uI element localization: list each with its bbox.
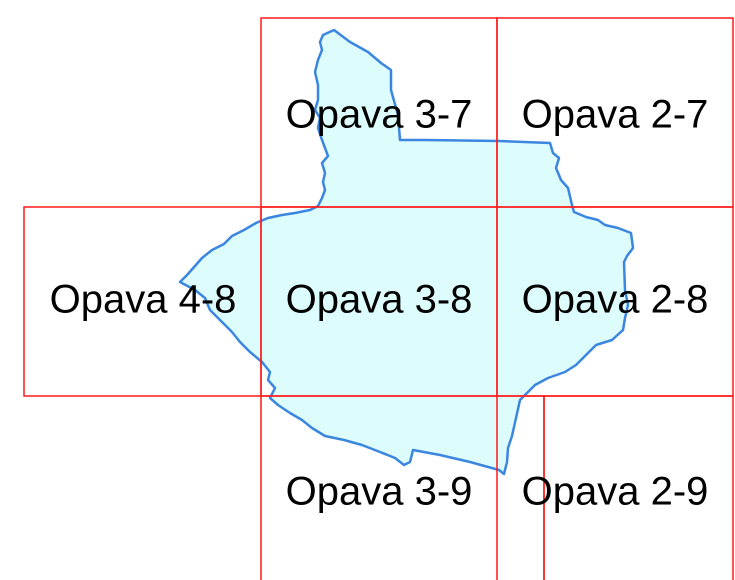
sheet-label-2-8: Opava 2-8 [522, 278, 709, 322]
sheet-frame-2-9[interactable] [543, 395, 734, 580]
sheet-label-2-7: Opava 2-7 [522, 93, 709, 137]
sheet-grid [23, 17, 734, 580]
sheet-label-3-7: Opava 3-7 [286, 93, 473, 137]
sheet-label-3-8: Opava 3-8 [286, 278, 473, 322]
sheet-labels: Opava 3-7 Opava 2-7 Opava 4-8 Opava 3-8 … [50, 93, 709, 514]
highlighted-region[interactable] [178, 28, 635, 476]
sheet-label-2-9: Opava 2-9 [522, 470, 709, 514]
sheet-label-3-9: Opava 3-9 [286, 470, 473, 514]
sheet-label-4-8: Opava 4-8 [50, 278, 237, 322]
